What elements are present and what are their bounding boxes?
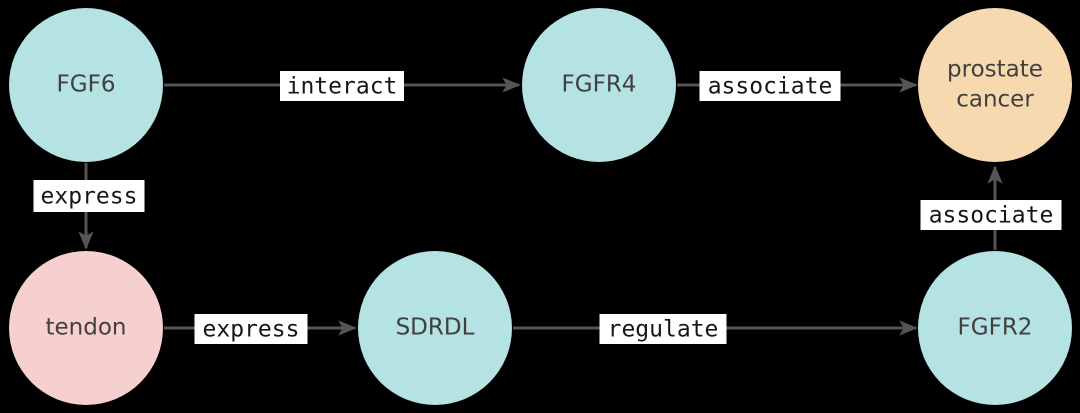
node-circle[interactable]	[9, 8, 163, 162]
edge-label-fgfr2-prostate_cancer: associate	[920, 200, 1062, 230]
node-fgf6[interactable]: FGF6	[9, 8, 163, 162]
node-prostate_cancer[interactable]: prostate cancer	[918, 8, 1072, 162]
edge-label-text: regulate	[608, 317, 719, 343]
edge-label-box	[194, 314, 308, 344]
edge-label-fgf6-fgfr4: interact	[280, 71, 404, 101]
edge-label-text: express	[203, 317, 300, 343]
edge-label-box	[33, 180, 145, 212]
edge-label-box	[599, 314, 727, 344]
edge-label-box	[280, 71, 404, 101]
node-label: FGFR4	[562, 72, 637, 98]
node-circle[interactable]	[358, 251, 512, 405]
node-label: FGF6	[57, 72, 116, 98]
edge-label-text: associate	[929, 203, 1054, 229]
node-label: FGFR2	[958, 315, 1033, 341]
node-label: SDRDL	[396, 315, 475, 341]
node-circle[interactable]	[918, 8, 1072, 162]
edge-label-text: interact	[287, 74, 398, 100]
node-label: prostate	[947, 57, 1043, 83]
edge-label-tendon-sdrdl: express	[194, 314, 308, 344]
edge-label-fgfr4-prostate_cancer: associate	[699, 71, 841, 101]
node-fgfr4[interactable]: FGFR4	[522, 8, 676, 162]
edge-labels-layer: interact associate express express regulate a…	[33, 71, 1062, 344]
node-fgfr2[interactable]: FGFR2	[918, 251, 1072, 405]
edge-label-box	[699, 71, 841, 101]
node-sdrdl[interactable]: SDRDL	[358, 251, 512, 405]
edge-label-sdrdl-fgfr2: regulate	[599, 314, 727, 344]
node-label: tendon	[46, 315, 127, 341]
edge-label-fgf6-tendon: express	[33, 180, 145, 212]
node-circle[interactable]	[918, 251, 1072, 405]
edge-label-text: associate	[708, 74, 833, 100]
edge-label-text: express	[41, 184, 138, 210]
nodes-layer: FGF6 FGFR4 prostate cancer tendon SDRDL FGFR2	[9, 8, 1072, 405]
node-circle[interactable]	[522, 8, 676, 162]
edge-label-box	[920, 200, 1062, 230]
node-circle[interactable]	[9, 251, 163, 405]
node-tendon[interactable]: tendon	[9, 251, 163, 405]
node-label: cancer	[956, 87, 1034, 113]
